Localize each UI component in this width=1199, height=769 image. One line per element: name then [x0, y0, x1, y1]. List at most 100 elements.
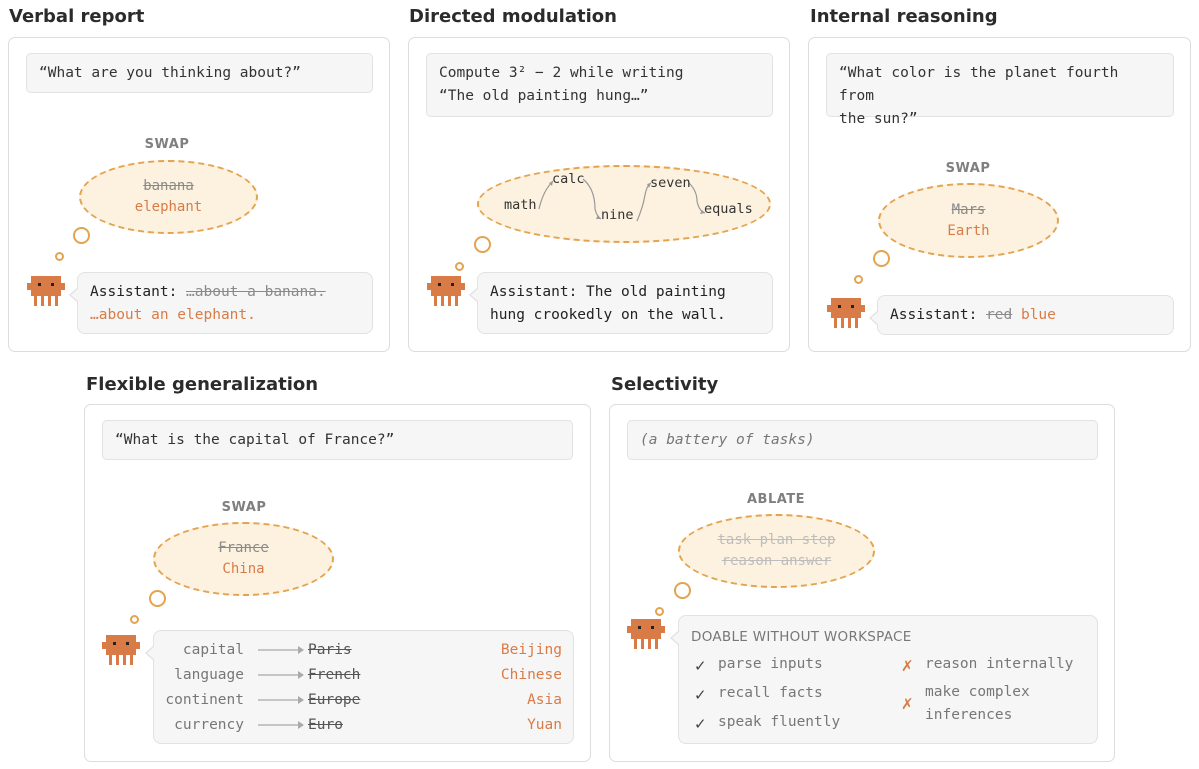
doable-box: DOABLE WITHOUT WORKSPACE ✓ parse inputs … — [670, 615, 1098, 744]
arrow-icon — [258, 721, 304, 729]
thought-dot-large — [873, 250, 890, 267]
flexible-generalization-panel: “What is the capital of France?” SWAP Fr… — [84, 404, 591, 762]
thought-dot-large — [149, 590, 166, 607]
robot-icon — [827, 298, 865, 328]
reply-line-1: Assistant: The old painting — [490, 284, 726, 300]
reply-prefix: Assistant: — [890, 307, 987, 323]
thought-bubble: Mars Earth — [878, 183, 1059, 258]
swap-label: SWAP — [221, 500, 267, 515]
internal-reasoning-title: Internal reasoning — [810, 6, 998, 27]
thought-word-math: math — [504, 197, 537, 213]
cross-icon: ✗ — [901, 695, 914, 713]
internal-reasoning-panel: “What color is the planet fourth from th… — [808, 37, 1191, 352]
attribute-mapping-box: capital Paris Beijing language French Chinese… — [145, 630, 575, 745]
directed-modulation-prompt: Compute 3² − 2 while writing “The old pa… — [426, 53, 773, 117]
attribute-key: capital — [182, 642, 244, 658]
robot-icon — [427, 276, 465, 306]
ablated-line-1: task plan step — [717, 532, 836, 548]
thought-flow-arrows — [538, 178, 706, 222]
attribute-new-value: Asia — [527, 692, 562, 708]
check-icon: ✓ — [694, 686, 707, 704]
thought-dot-large — [73, 227, 90, 244]
reply-old: …about a banana. — [186, 284, 326, 300]
attribute-new-value: Yuan — [527, 717, 562, 733]
thought-bubble: task plan step reason answer — [678, 514, 875, 588]
directed-modulation-title: Directed modulation — [409, 6, 617, 27]
assistant-reply: Assistant: The old painting hung crooked… — [469, 272, 773, 334]
robot-icon — [27, 276, 65, 306]
thought-word-nine: nine — [601, 207, 634, 223]
internal-reasoning-prompt: “What color is the planet fourth from th… — [826, 53, 1174, 127]
arrow-icon — [258, 646, 304, 654]
attribute-old-value: Europe — [308, 692, 361, 708]
verbal-report-panel: “What are you thinking about?” SWAP bana… — [8, 37, 390, 352]
prompt-line-2: “The old painting hung…” — [439, 88, 649, 104]
attribute-old-value: Paris — [308, 642, 352, 658]
thought-word-equals: equals — [704, 201, 753, 217]
old-concept: France — [218, 540, 269, 556]
cross-icon: ✗ — [901, 657, 914, 675]
selectivity-prompt: (a battery of tasks) — [627, 420, 1098, 460]
thought-dot-small — [854, 275, 863, 284]
check-icon: ✓ — [694, 657, 707, 675]
thought-dot-small — [455, 262, 464, 271]
selectivity-panel: (a battery of tasks) ABLATE task plan st… — [609, 404, 1115, 762]
prompt-line-1: Compute 3² − 2 while writing — [439, 65, 684, 81]
thought-dot-small — [130, 615, 139, 624]
swap-label: SWAP — [945, 161, 991, 176]
can-do-item: speak fluently — [718, 714, 841, 730]
ablate-label: ABLATE — [746, 492, 806, 507]
prompt-line-2: the sun?” — [839, 111, 918, 127]
ablated-line-2: reason answer — [721, 553, 832, 569]
cannot-do-item: reason internally — [925, 656, 1074, 672]
flexible-generalization-title: Flexible generalization — [86, 374, 319, 395]
thought-word-seven: seven — [650, 175, 691, 191]
old-concept: Mars — [951, 201, 986, 218]
attribute-old-value: Euro — [308, 717, 343, 733]
thought-dot-small — [655, 607, 664, 616]
cannot-do-item: make complex inferences — [925, 681, 1030, 727]
thought-bubble: France China — [153, 522, 334, 596]
arrow-icon — [258, 671, 304, 679]
thought-bubble: banana elephant — [79, 160, 258, 234]
reply-line-2: hung crookedly on the wall. — [490, 307, 726, 323]
selectivity-title: Selectivity — [611, 374, 719, 395]
robot-icon — [627, 619, 665, 649]
reply-new: blue — [1020, 307, 1056, 323]
attribute-key: currency — [174, 717, 244, 733]
new-concept: elephant — [134, 199, 203, 215]
can-do-item: recall facts — [718, 685, 823, 701]
robot-icon — [102, 635, 140, 665]
attribute-key: language — [174, 667, 244, 683]
thought-word-calc: calc — [552, 171, 585, 187]
attribute-old-value: French — [308, 667, 361, 683]
can-do-item: parse inputs — [718, 656, 823, 672]
attribute-rows: capital Paris Beijing language French Chinese… — [154, 631, 575, 745]
flexible-generalization-prompt: “What is the capital of France?” — [102, 420, 573, 460]
reply-prefix: Assistant: — [90, 284, 187, 300]
cannot-do-line-a: make complex — [925, 684, 1030, 700]
attribute-key: continent — [165, 692, 244, 708]
thought-dot-large — [674, 582, 691, 599]
doable-heading: DOABLE WITHOUT WORKSPACE — [691, 629, 912, 645]
directed-modulation-panel: Compute 3² − 2 while writing “The old pa… — [408, 37, 790, 352]
reply-new: …about an elephant. — [90, 307, 256, 323]
old-concept: banana — [143, 178, 194, 194]
new-concept: China — [222, 561, 265, 577]
verbal-report-title: Verbal report — [9, 6, 145, 27]
assistant-reply: Assistant: red blue — [869, 295, 1174, 335]
prompt-line-1: “What color is the planet fourth from — [839, 65, 1119, 104]
attribute-new-value: Beijing — [500, 642, 562, 658]
swap-label: SWAP — [144, 137, 190, 152]
cannot-do-line-b: inferences — [925, 707, 1013, 723]
thought-dot-large — [474, 236, 491, 253]
new-concept: Earth — [947, 222, 990, 239]
arrow-icon — [258, 696, 304, 704]
verbal-report-prompt: “What are you thinking about?” — [26, 53, 373, 93]
attribute-new-value: Chinese — [500, 667, 562, 683]
thought-bubble — [477, 165, 771, 243]
thought-dot-small — [55, 252, 64, 261]
reply-old: red — [986, 307, 1013, 323]
assistant-reply: Assistant: …about a banana. …about an el… — [69, 272, 373, 334]
check-icon: ✓ — [694, 715, 707, 733]
